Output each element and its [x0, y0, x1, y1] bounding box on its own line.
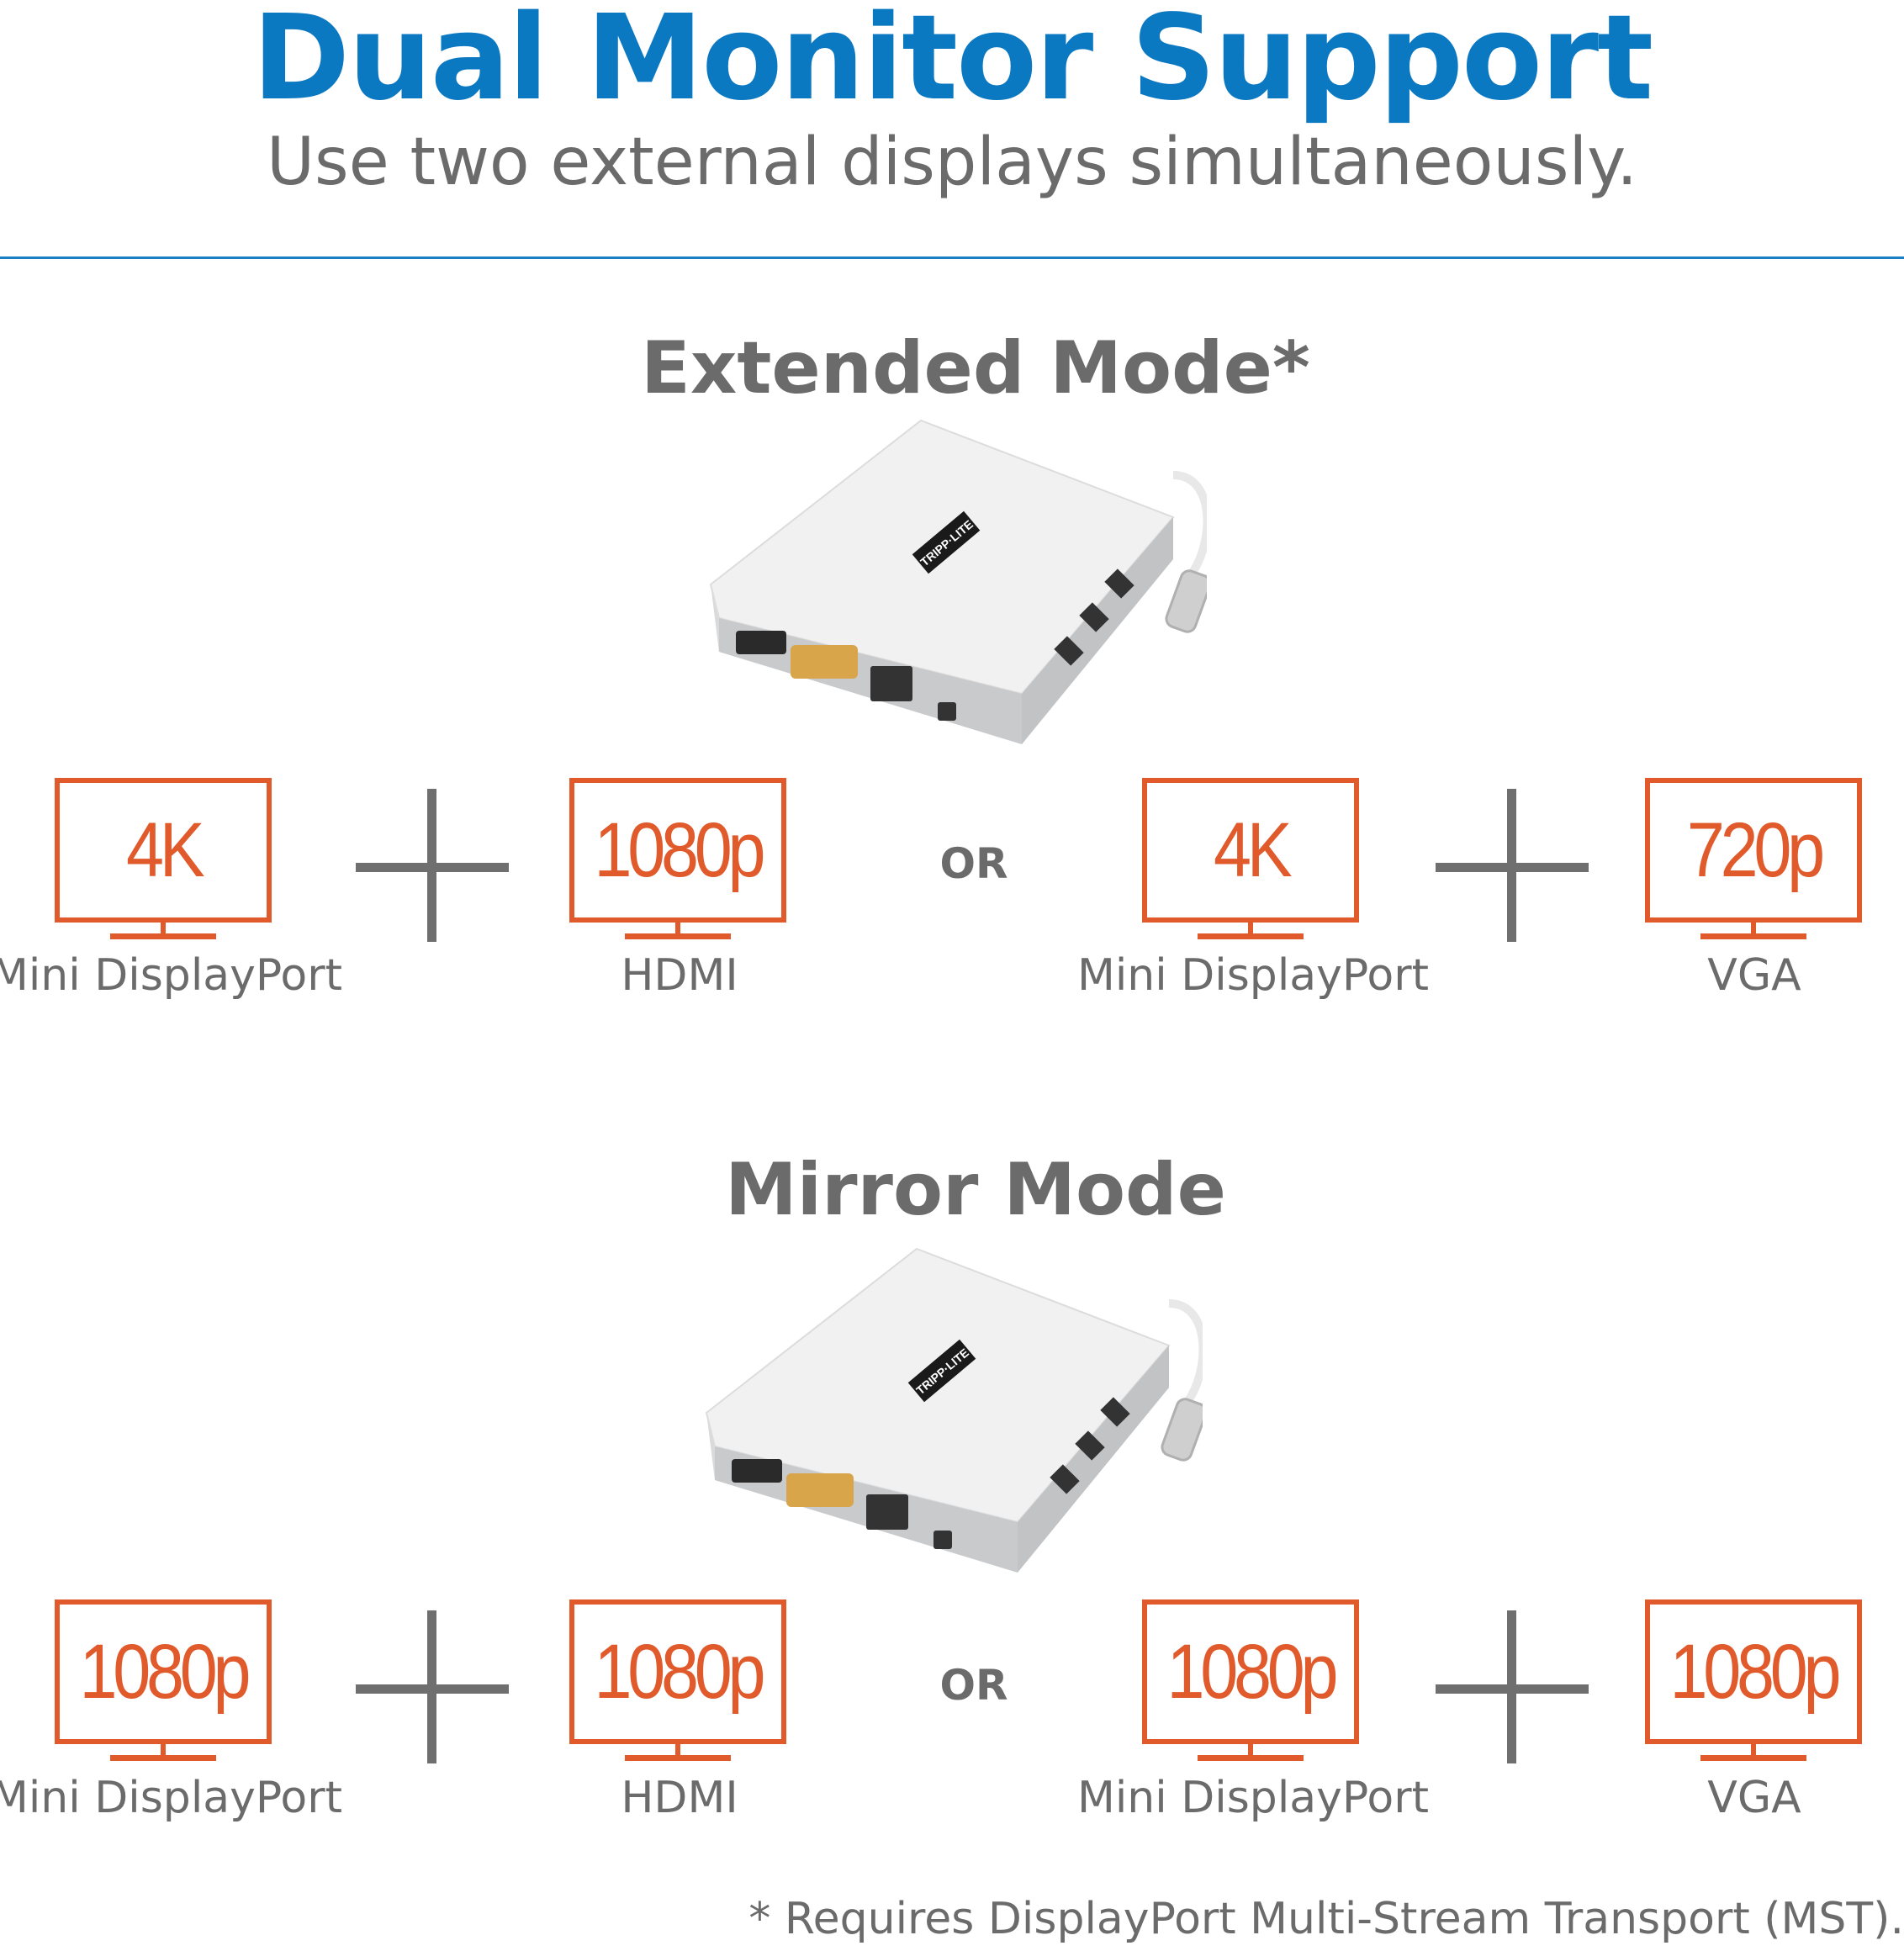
- page-title: Dual Monitor Support: [251, 0, 1653, 127]
- port-label: Mini DisplayPort: [1076, 1773, 1429, 1823]
- plus-icon: [1436, 1610, 1589, 1763]
- plus-icon: [356, 789, 509, 942]
- resolution-label: 4K: [125, 807, 205, 893]
- docking-station-image: TRIPP·LITE: [709, 419, 1207, 744]
- plus-icon: [356, 1610, 509, 1763]
- port-label: HDMI: [621, 950, 738, 1001]
- port-label: VGA: [1707, 1773, 1801, 1823]
- port-label: Mini DisplayPort: [0, 1773, 342, 1823]
- monitor-mirror-3: 1080p: [1142, 1599, 1359, 1768]
- resolution-label: 1080p: [594, 1629, 766, 1715]
- monitor-extended-1: 4K: [55, 778, 272, 946]
- port-label: VGA: [1707, 950, 1801, 1001]
- mirror-mode-title: Mirror Mode: [725, 1148, 1226, 1232]
- docking-station-image: TRIPP·LITE: [705, 1247, 1203, 1573]
- divider: [0, 256, 1904, 259]
- or-label: OR: [939, 839, 1008, 888]
- monitor-extended-2: 1080p: [569, 778, 786, 946]
- resolution-label: 1080p: [79, 1629, 251, 1715]
- resolution-label: 1080p: [594, 807, 766, 893]
- port-label: HDMI: [621, 1773, 738, 1823]
- port-label: Mini DisplayPort: [0, 950, 342, 1001]
- or-label: OR: [939, 1661, 1008, 1710]
- page-subtitle: Use two external displays simultaneously…: [266, 124, 1638, 200]
- resolution-label: 1080p: [1669, 1629, 1842, 1715]
- resolution-label: 4K: [1213, 807, 1293, 893]
- resolution-label: 720p: [1686, 807, 1824, 893]
- monitor-extended-3: 4K: [1142, 778, 1359, 946]
- port-label: Mini DisplayPort: [1076, 950, 1429, 1001]
- resolution-label: 1080p: [1166, 1629, 1339, 1715]
- monitor-mirror-1: 1080p: [55, 1599, 272, 1768]
- plus-icon: [1436, 789, 1589, 942]
- monitor-mirror-4: 1080p: [1645, 1599, 1862, 1768]
- footnote: * Requires DisplayPort Multi-Stream Tran…: [748, 1894, 1904, 1944]
- extended-mode-title: Extended Mode*: [641, 326, 1310, 410]
- monitor-mirror-2: 1080p: [569, 1599, 786, 1768]
- monitor-extended-4: 720p: [1645, 778, 1862, 946]
